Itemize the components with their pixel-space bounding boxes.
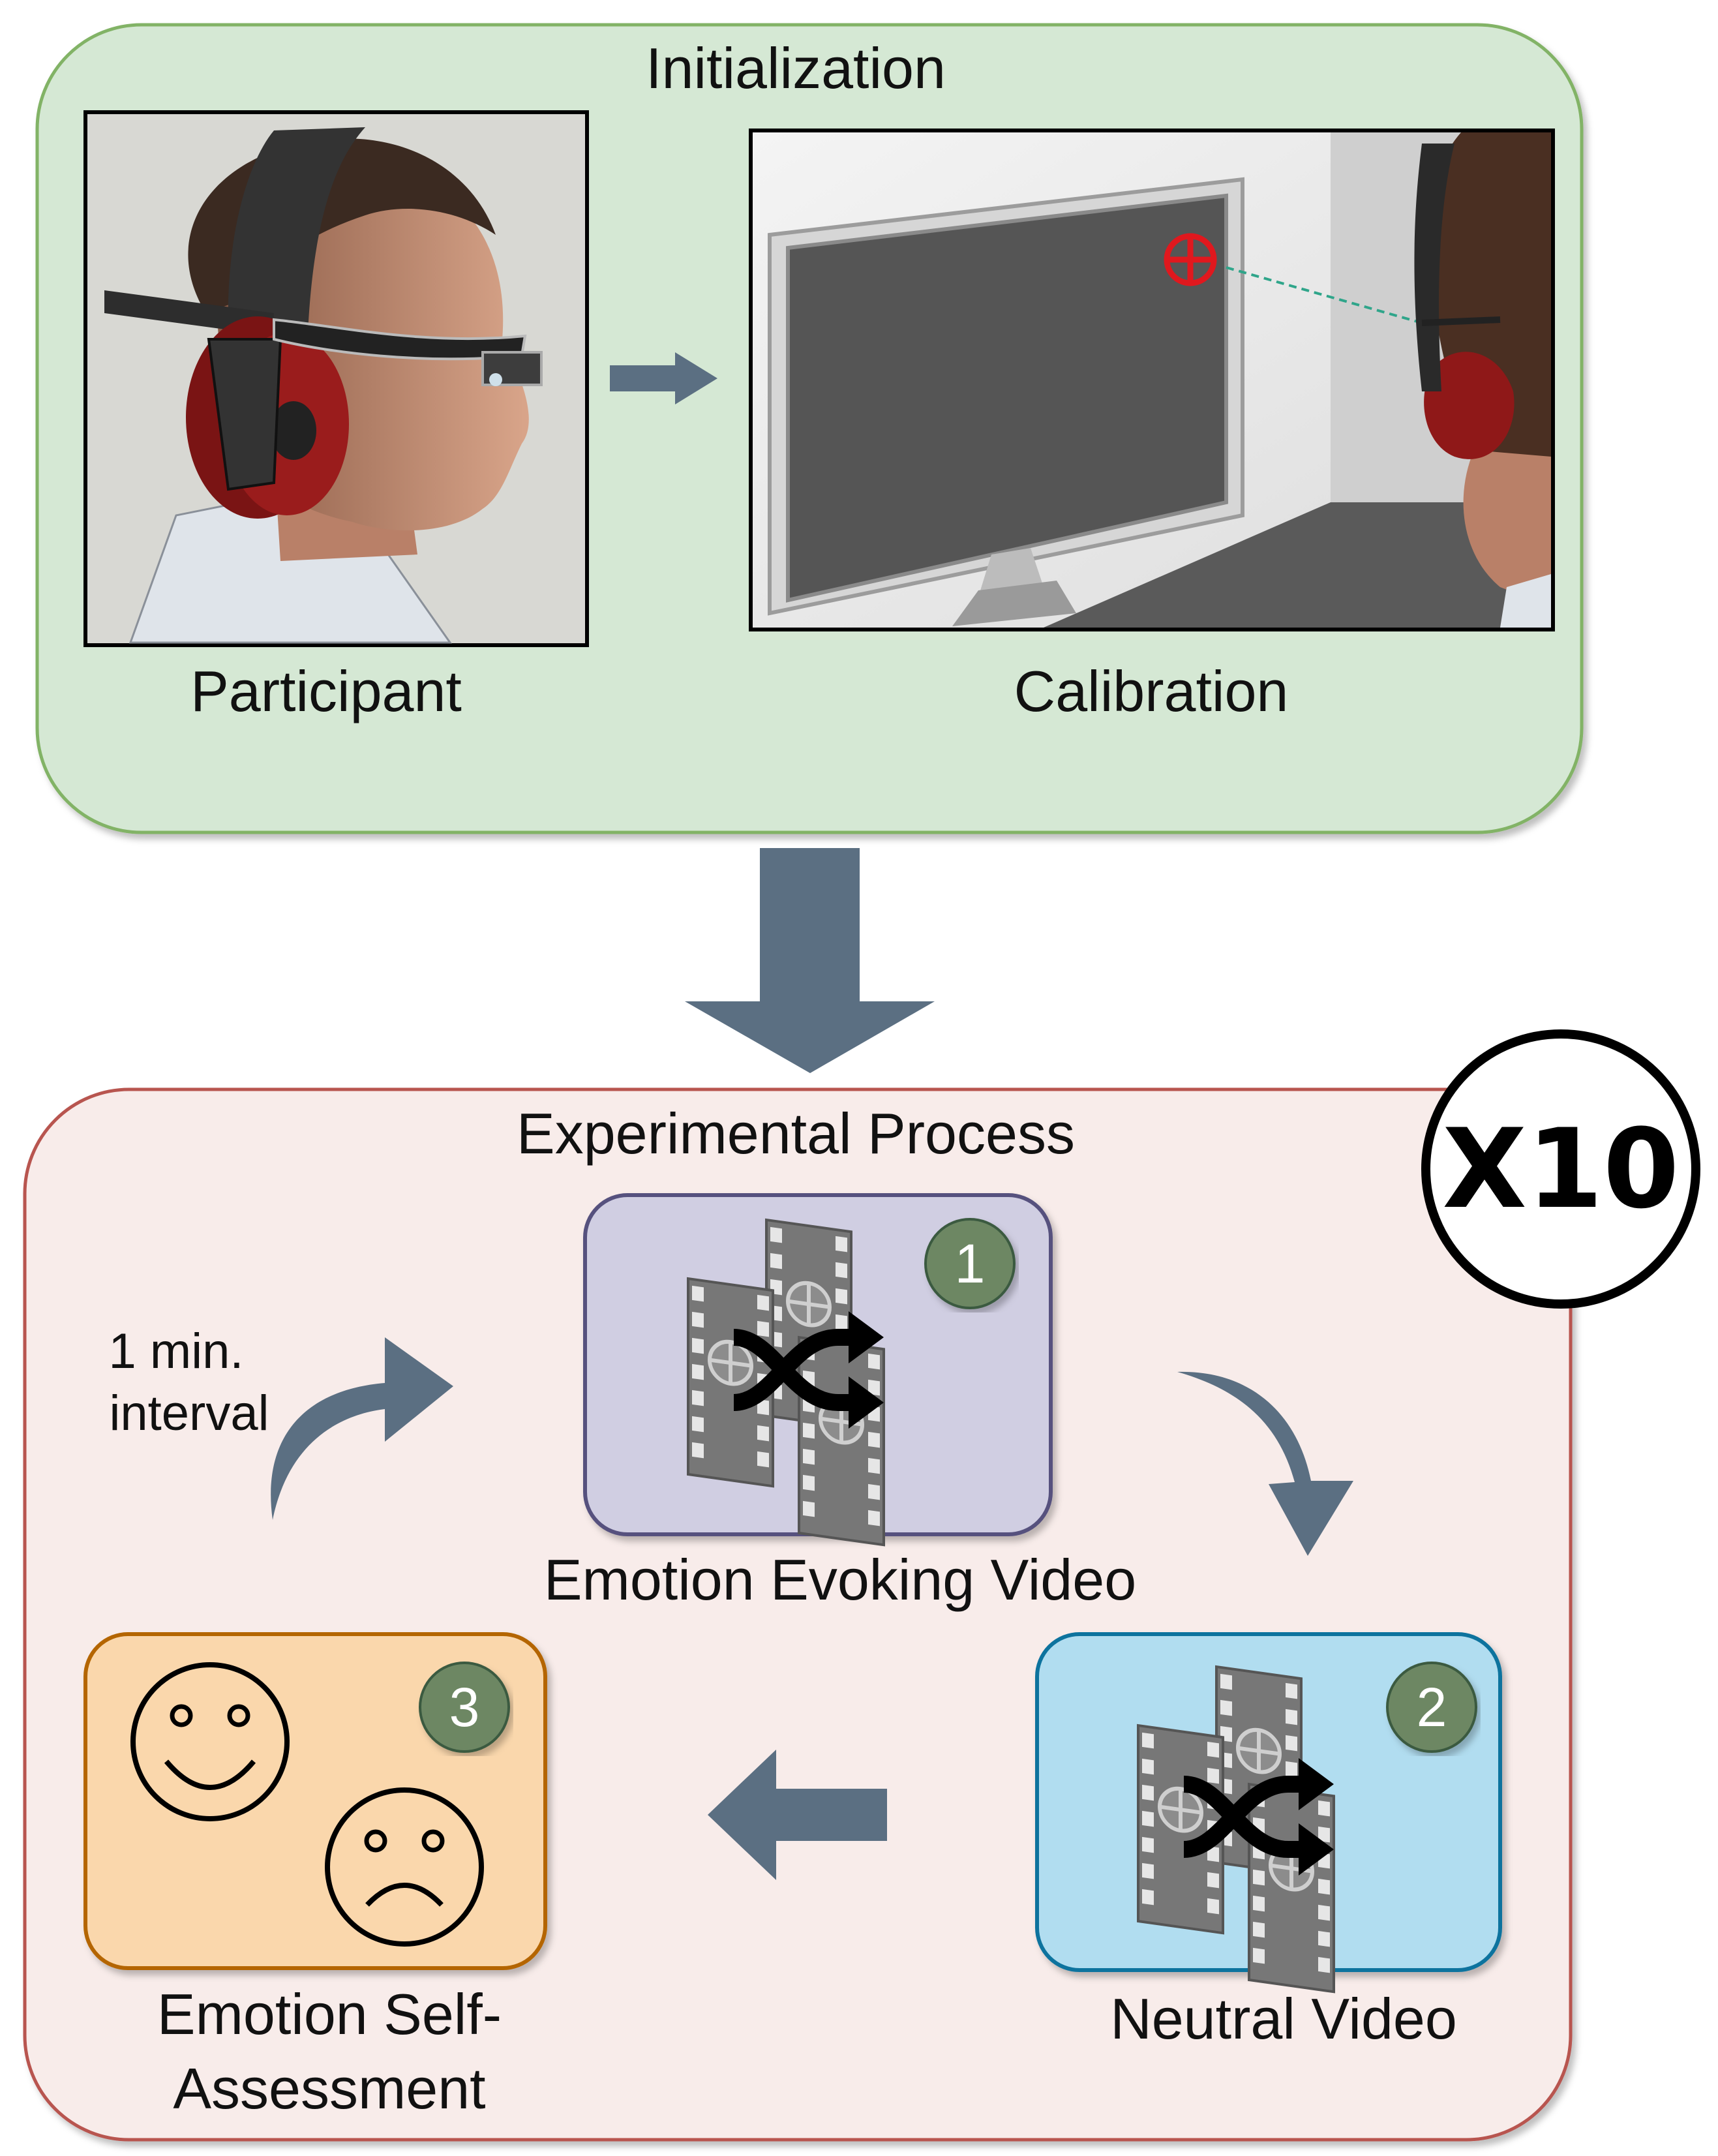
step2-box: 2 — [1035, 1632, 1502, 1992]
repeat-badge: X10 — [1421, 1029, 1700, 1309]
step1-number: 1 — [955, 1233, 986, 1294]
participant-label: Participant — [190, 659, 462, 723]
sad-face-icon — [325, 1787, 484, 1947]
step1-number-badge: 1 — [924, 1218, 1016, 1309]
experimental-title: Experimental Process — [517, 1101, 1075, 1166]
participant-image — [83, 110, 589, 647]
curved-arrow-to-step2 — [1177, 1371, 1353, 1556]
left-arrow-to-step3 — [708, 1750, 887, 1880]
step2-number-badge: 2 — [1386, 1662, 1477, 1753]
down-arrow — [685, 848, 935, 1073]
step3-box: 3 — [83, 1632, 547, 1970]
calibration-label: Calibration — [1014, 659, 1289, 723]
crosshair-target-icon — [1164, 233, 1217, 286]
step3-number: 3 — [449, 1677, 480, 1738]
repeat-badge-text: X10 — [1442, 1105, 1679, 1233]
step2-label: Neutral Video — [1110, 1986, 1457, 2051]
calibration-image — [749, 129, 1555, 631]
smiley-face-icon — [130, 1662, 290, 1821]
initialization-title: Initialization — [646, 36, 946, 100]
step3-number-badge: 3 — [419, 1662, 510, 1753]
step1-label: Emotion Evoking Video — [544, 1547, 1136, 1612]
curved-arrow-to-step1 — [271, 1337, 453, 1520]
small-right-arrow — [610, 352, 717, 404]
step1-box: 1 — [583, 1193, 1053, 1545]
step3-label-line2: Assessment — [173, 2056, 485, 2121]
step2-number: 2 — [1417, 1677, 1447, 1738]
interval-label-line2: interval — [110, 1386, 269, 1441]
interval-label-line1: 1 min. — [109, 1324, 244, 1379]
step3-label-line1: Emotion Self- — [157, 1982, 502, 2046]
